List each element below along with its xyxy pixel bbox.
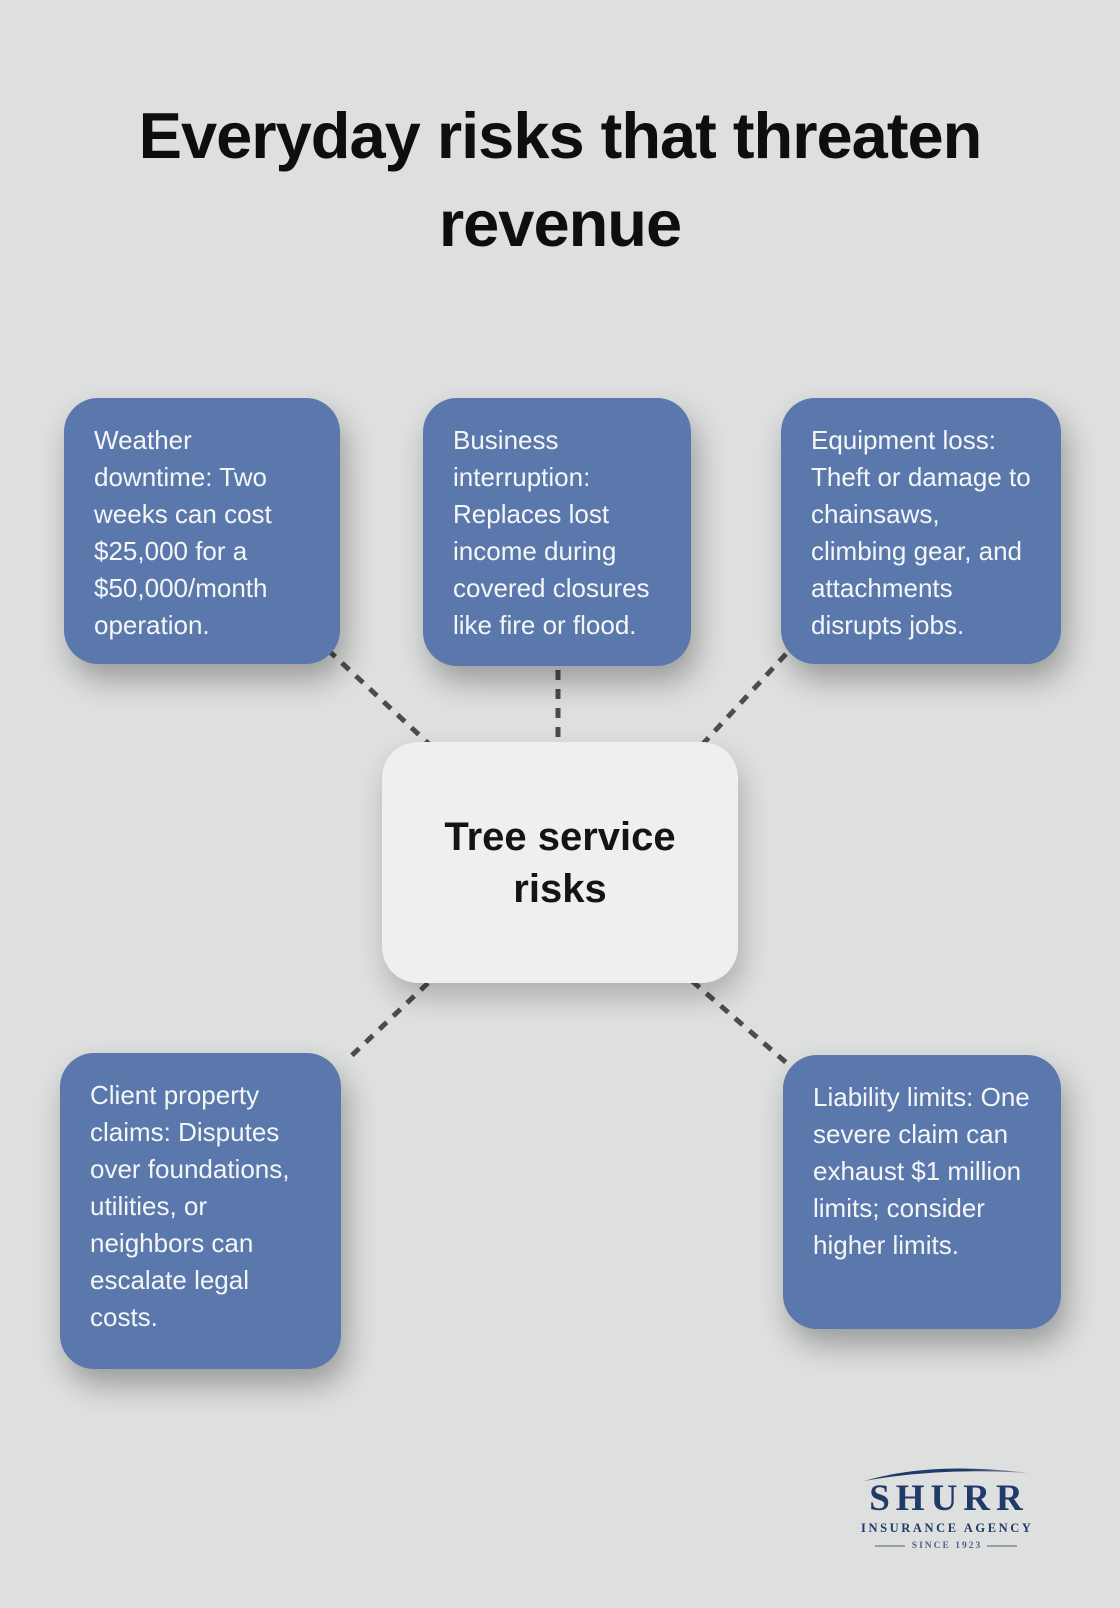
logo-tagline-left-rule <box>874 1545 905 1547</box>
risk-node-liability-limits-text: Liability limits: One severe claim can e… <box>813 1082 1030 1260</box>
risk-node-weather-downtime: Weather downtime: Two weeks can cost $25… <box>64 398 340 664</box>
page-title: Everyday risks that threaten revenue <box>138 99 983 260</box>
risk-node-equipment-loss: Equipment loss: Theft or damage to chain… <box>781 398 1061 664</box>
risk-node-equipment-loss-text: Equipment loss: Theft or damage to chain… <box>811 425 1031 640</box>
connector-center-to-client <box>344 981 430 1063</box>
logo-tagline-right-rule <box>987 1545 1018 1547</box>
risk-node-business-interruption-text: Business interruption: Replaces lost inc… <box>453 425 650 640</box>
logo-swoosh-icon <box>864 1468 1028 1481</box>
logo-subtitle: INSURANCE AGENCY <box>861 1521 1034 1535</box>
risk-node-business-interruption: Business interruption: Replaces lost inc… <box>423 398 691 666</box>
connector-weather-to-center <box>326 648 432 747</box>
logo-tagline: SINCE 1923 <box>911 1541 983 1551</box>
connector-center-to-liability <box>690 979 791 1067</box>
shurr-logo: SHURR INSURANCE AGENCY SINCE 1923 <box>856 1460 1036 1551</box>
risk-node-weather-downtime-text: Weather downtime: Two weeks can cost $25… <box>94 425 272 640</box>
connector-equipment-to-center <box>698 652 788 749</box>
center-topic-node: Tree service risks <box>382 742 738 983</box>
risk-node-client-property-claims: Client property claims: Disputes over fo… <box>60 1053 341 1369</box>
logo-tagline-row: SINCE 1923 <box>856 1541 1036 1551</box>
center-topic-label: Tree service risks <box>444 814 676 911</box>
logo-name: SHURR <box>869 1478 1029 1519</box>
risk-node-client-property-claims-text: Client property claims: Disputes over fo… <box>90 1080 290 1332</box>
risk-node-liability-limits: Liability limits: One severe claim can e… <box>783 1055 1061 1329</box>
